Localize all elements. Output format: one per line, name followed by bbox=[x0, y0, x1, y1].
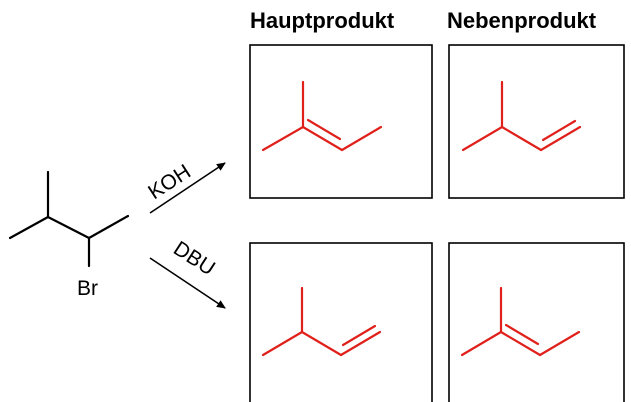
molecule-3-methyl-1-butene bbox=[461, 80, 582, 152]
product-box-koh-main bbox=[249, 44, 433, 199]
product-bond bbox=[301, 125, 344, 152]
product-bond bbox=[499, 330, 542, 357]
reactant-bond bbox=[8, 214, 130, 240]
product-bond bbox=[460, 330, 503, 357]
product-bond bbox=[504, 323, 540, 346]
product-box-dbu-main bbox=[249, 242, 433, 402]
product-bond bbox=[539, 125, 582, 152]
header-main-product: Hauptprodukt bbox=[250, 8, 395, 33]
reactant-molecule: Br bbox=[8, 170, 130, 300]
product-bond bbox=[261, 125, 305, 152]
bromine-label: Br bbox=[77, 277, 98, 300]
product-bond bbox=[541, 119, 577, 142]
arrow-koh bbox=[149, 162, 226, 214]
product-bond bbox=[306, 118, 342, 141]
header-side-product: Nebenprodukt bbox=[447, 8, 597, 33]
molecule-2-methyl-2-butene bbox=[261, 80, 383, 152]
product-bond bbox=[461, 125, 504, 152]
product-bond bbox=[538, 330, 581, 357]
reaction-arrow-koh: KOH bbox=[144, 160, 226, 214]
product-box-koh-side bbox=[448, 44, 625, 199]
product-box-dbu-side bbox=[448, 242, 625, 402]
molecule-3-methyl-1-butene bbox=[261, 286, 382, 357]
product-bond bbox=[261, 330, 304, 357]
molecule-2-methyl-2-butene bbox=[460, 286, 581, 357]
product-bond bbox=[341, 324, 377, 347]
reagent-dbu-label: DBU bbox=[169, 237, 219, 280]
product-bond bbox=[300, 330, 343, 357]
product-bond bbox=[340, 125, 383, 152]
reaction-arrow-dbu: DBU bbox=[149, 237, 226, 309]
product-bond bbox=[500, 125, 543, 152]
product-bond bbox=[339, 330, 382, 357]
arrow-dbu bbox=[149, 257, 226, 309]
reagent-koh-label: KOH bbox=[144, 160, 195, 204]
